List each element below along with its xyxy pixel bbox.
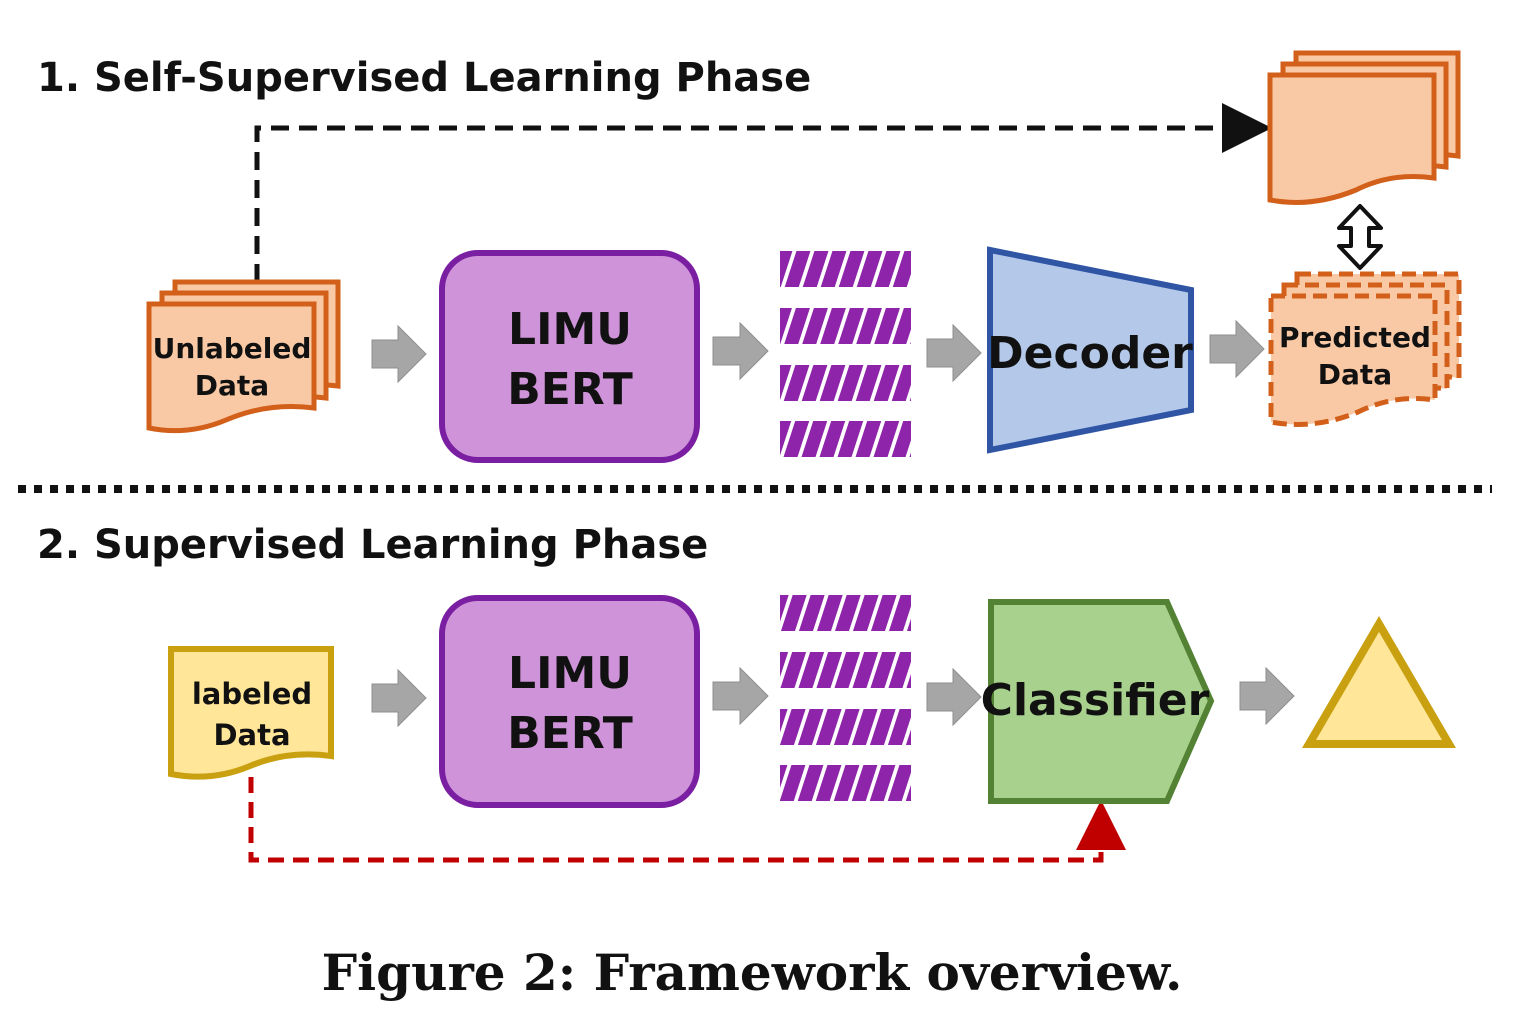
phase1-dashed-connector — [254, 103, 1272, 282]
compare-double-arrow — [1337, 204, 1383, 270]
phase2-title: 2. Supervised Learning Phase — [37, 522, 708, 568]
labeled-data-label-line1: labeled — [192, 677, 312, 711]
phase1-arrow-1 — [371, 324, 427, 384]
unlabeled-data-label-line1: Unlabeled — [153, 332, 312, 365]
predicted-data-label-line1: Predicted — [1279, 321, 1431, 354]
phase2-limu-label-line2: BERT — [507, 708, 633, 759]
phase2-arrow-1 — [371, 668, 427, 728]
target-data-stack — [1267, 50, 1461, 205]
decoder-label: Decoder — [987, 328, 1193, 379]
phase1-embedding-bar — [780, 308, 911, 344]
predicted-data-stack: Predicted Data — [1268, 271, 1462, 427]
phase1-embedding-bar — [780, 365, 911, 401]
unlabeled-data-stack: Unlabeled Data — [146, 279, 341, 434]
phase1-limu-bert: LIMU BERT — [439, 250, 700, 463]
figure-caption: Figure 2: Framework overview. — [322, 943, 1183, 1002]
phase2-embedding-bar — [780, 652, 911, 688]
phase2-embedding-bar — [780, 595, 911, 631]
phase2-embedding-bar — [780, 765, 911, 801]
unlabeled-data-label-line2: Data — [195, 369, 269, 402]
phase1-embeddings — [780, 251, 911, 457]
labeled-data-label-line2: Data — [213, 718, 290, 752]
phase2-arrow-4 — [1239, 666, 1295, 726]
decoder-block: Decoder — [987, 246, 1194, 454]
phase1-embedding-bar — [780, 251, 911, 287]
phase1-embedding-bar — [780, 421, 911, 457]
phase2-arrow-2 — [712, 666, 769, 726]
phase1-limu-label-line2: BERT — [507, 364, 633, 415]
phase1-arrow-3 — [926, 323, 982, 383]
phase1-arrow-4 — [1209, 319, 1265, 379]
classifier-label: Classifier — [981, 675, 1210, 726]
phase2-embedding-bar — [780, 709, 911, 745]
labeled-data-doc: labeled Data — [168, 646, 334, 780]
label-to-classifier-connector — [248, 777, 1126, 863]
output-triangle — [1302, 616, 1456, 748]
phase2-limu-bert: LIMU BERT — [439, 595, 700, 808]
predicted-data-label-line2: Data — [1318, 358, 1392, 391]
phase1-arrow-2 — [712, 321, 769, 381]
classifier-block: Classifier — [981, 599, 1215, 804]
phase2-embeddings — [780, 595, 911, 801]
phase1-limu-label-line1: LIMU — [508, 304, 632, 355]
phase2-limu-label-line1: LIMU — [508, 648, 632, 699]
phase1-title: 1. Self-Supervised Learning Phase — [37, 55, 811, 101]
phase2-arrow-3 — [926, 667, 982, 727]
